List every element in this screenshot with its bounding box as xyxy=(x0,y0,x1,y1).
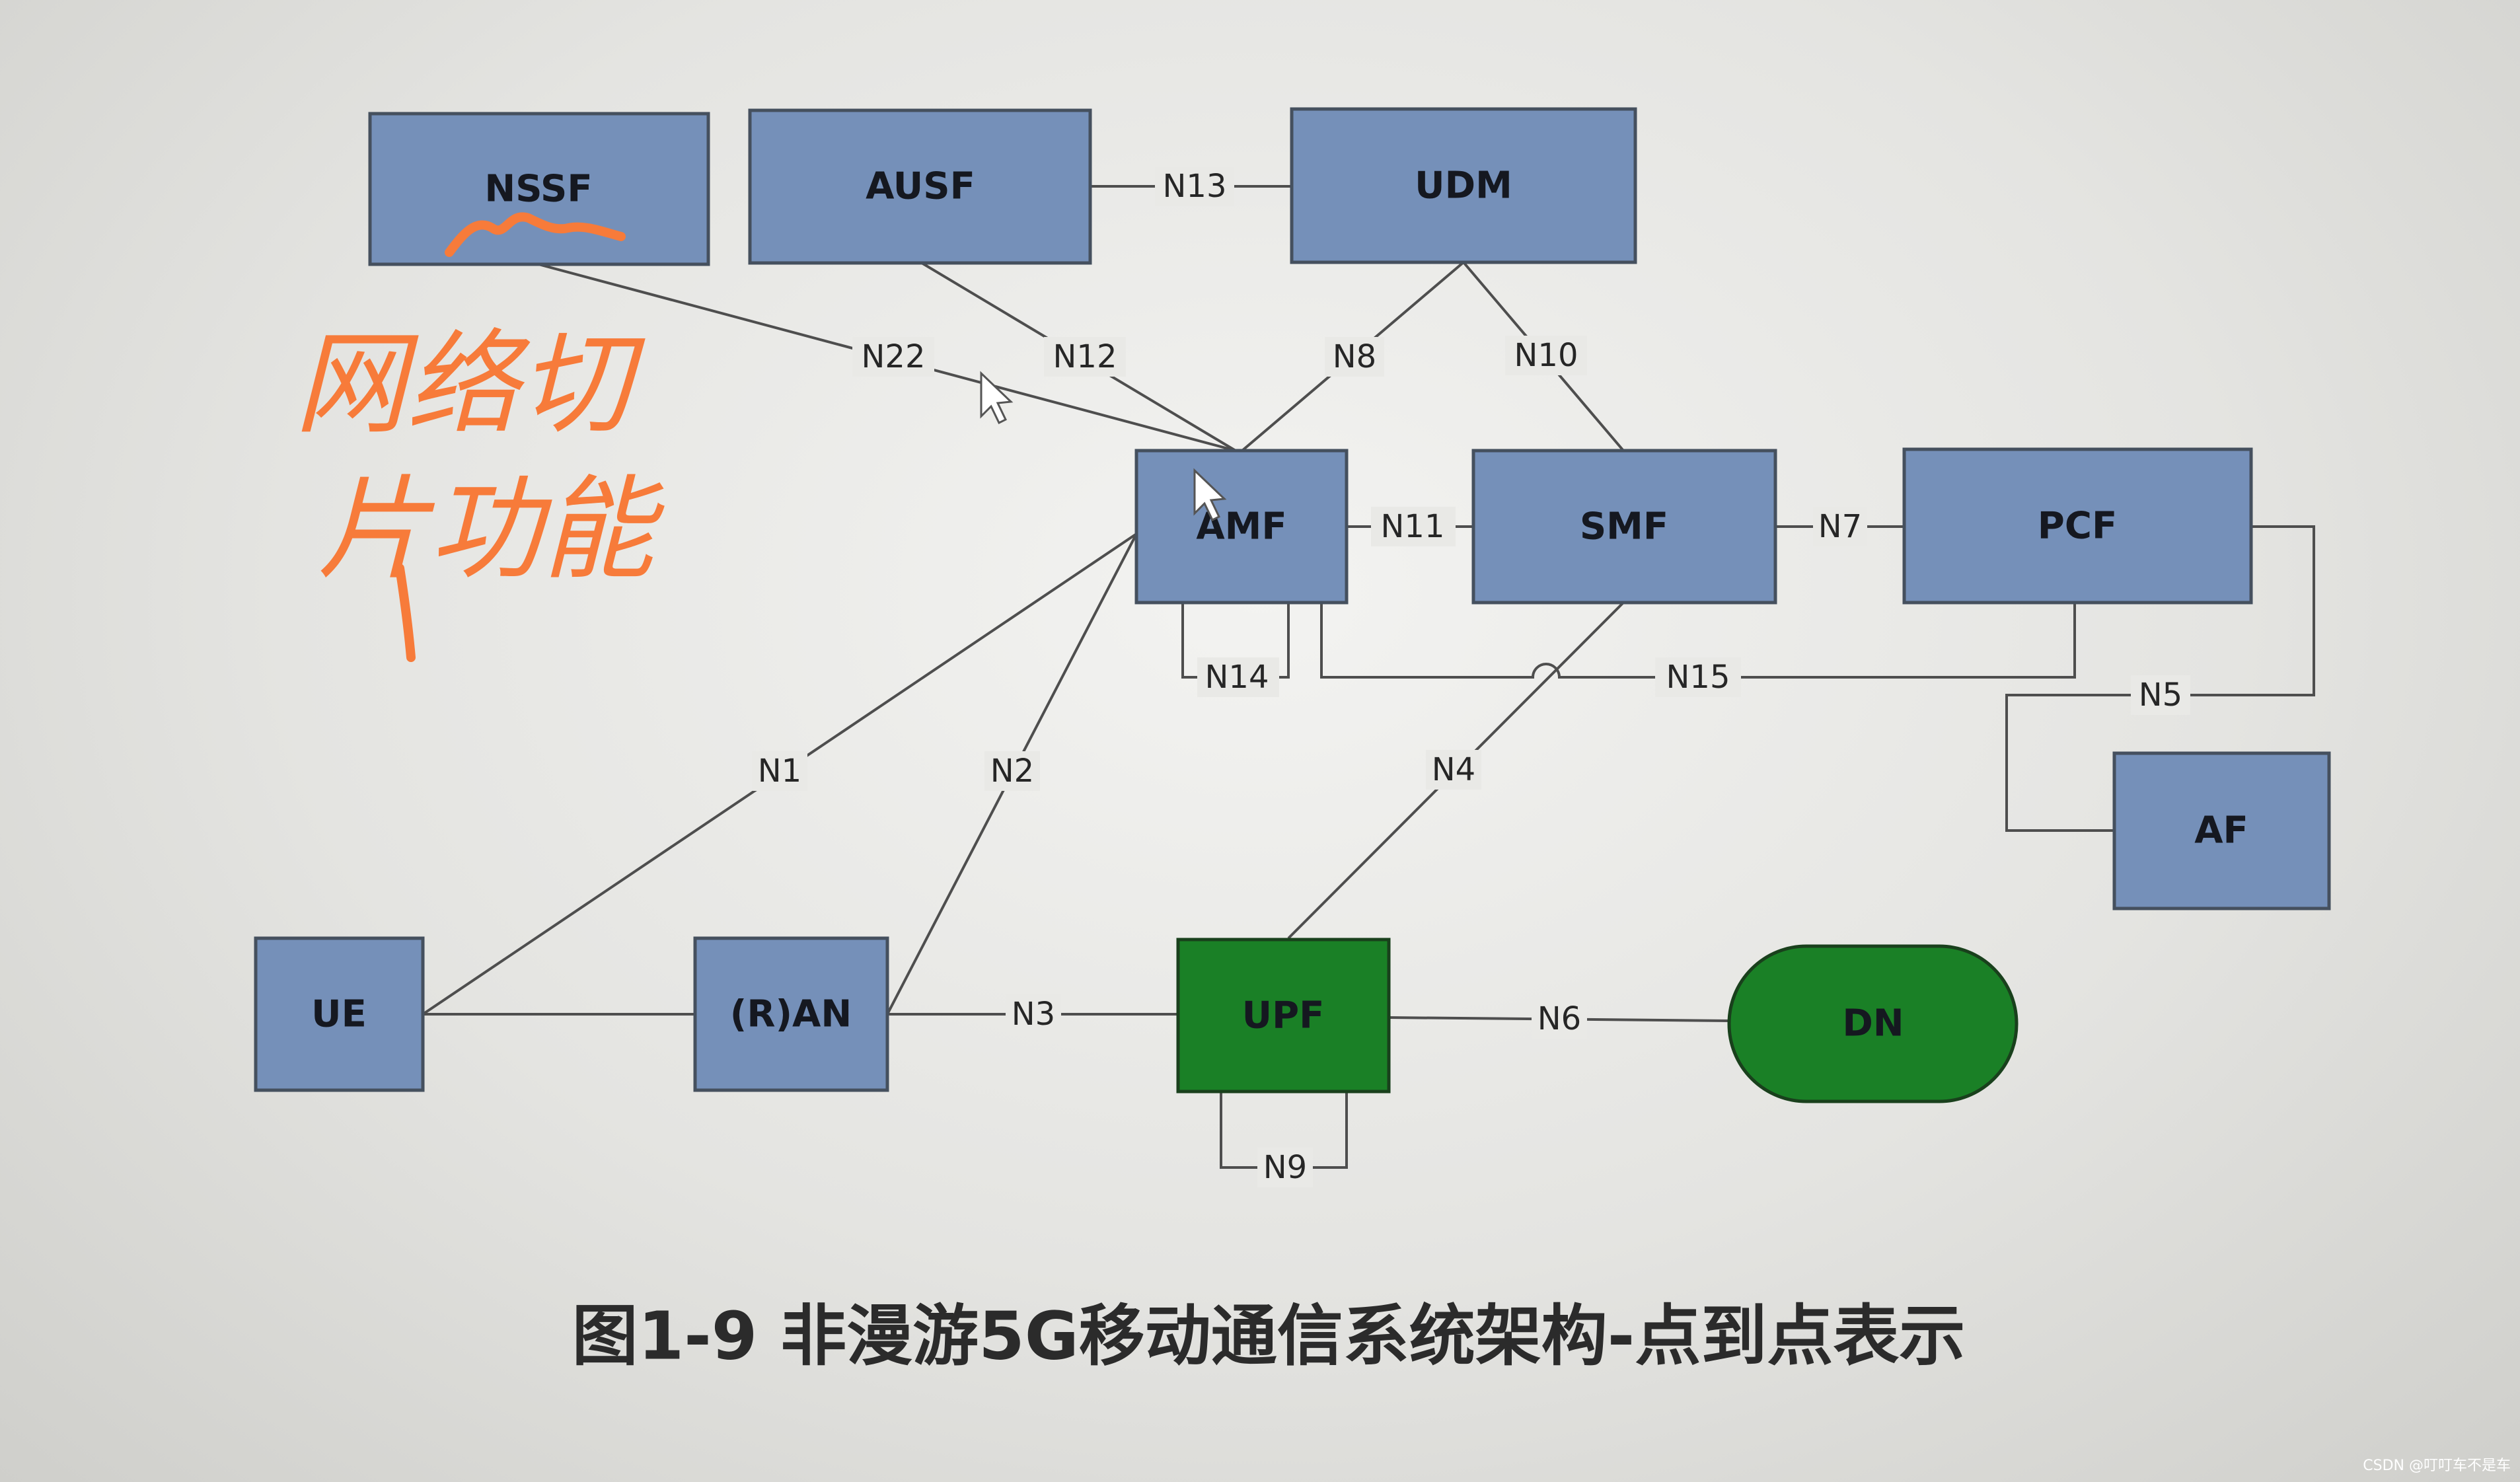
cursor-arrow-icon xyxy=(980,371,1014,425)
edge-label-n6: N6 xyxy=(1538,1000,1581,1037)
node-label-af: AF xyxy=(2194,809,2248,852)
node-label-dn: DN xyxy=(1842,1002,1904,1045)
node-upf: UPF xyxy=(1176,938,1391,1093)
edge-label-n12: N12 xyxy=(1053,338,1117,375)
edge-label-n13: N13 xyxy=(1163,168,1227,205)
node-smf: SMF xyxy=(1471,449,1777,605)
node-nssf: NSSF xyxy=(368,112,710,266)
edge-label-n10: N10 xyxy=(1514,337,1578,374)
edge-label-n3: N3 xyxy=(1012,996,1055,1033)
watermark: CSDN @叮叮车不是车 xyxy=(2363,1458,2511,1474)
node-ue: UE xyxy=(254,936,425,1092)
cursor-arrow-icon xyxy=(1193,468,1227,522)
handwritten-annotation: 网络切 片功能 xyxy=(294,212,665,662)
edge-label-n7: N7 xyxy=(1818,508,1862,545)
node-ausf: AUSF xyxy=(748,108,1092,265)
node-label-upf: UPF xyxy=(1242,994,1325,1037)
edge-label-n14: N14 xyxy=(1205,659,1269,696)
edge-labels: N13 N22 N12 N8 N10 N11 N7 N14 N15 N5 N1 … xyxy=(752,167,2190,1187)
node-label-nssf: NSSF xyxy=(484,168,592,211)
node-label-ue: UE xyxy=(311,993,367,1036)
node-pcf: PCF xyxy=(1902,447,2253,605)
node-label-smf: SMF xyxy=(1580,505,1668,548)
node-label-pcf: PCF xyxy=(2038,505,2117,548)
figure-caption: 图1-9 非漫游5G移动通信系统架构-点到点表示 xyxy=(572,1298,1966,1375)
edge-label-n9: N9 xyxy=(1263,1149,1307,1186)
edge-amf-pcf xyxy=(1320,603,2076,679)
edge-label-n4: N4 xyxy=(1432,751,1475,788)
node-ran: (R)AN xyxy=(693,936,889,1092)
edge-label-n8: N8 xyxy=(1333,338,1376,375)
node-label-ausf: AUSF xyxy=(866,165,975,208)
edge-label-n15: N15 xyxy=(1666,659,1730,696)
edge-label-n5: N5 xyxy=(2139,677,2182,714)
annotation-line-2: 片功能 xyxy=(317,464,665,595)
edge-label-n11: N11 xyxy=(1381,508,1445,545)
node-label-ran: (R)AN xyxy=(730,993,852,1036)
edge-label-n22: N22 xyxy=(862,338,926,375)
node-dn: DN xyxy=(1727,944,2019,1103)
node-udm: UDM xyxy=(1290,107,1637,264)
annotation-line-1: 网络切 xyxy=(294,319,646,450)
annotation-stroke-tail xyxy=(395,564,416,662)
node-amf: AMF xyxy=(1134,449,1349,605)
node-label-udm: UDM xyxy=(1415,165,1512,207)
edge-label-n1: N1 xyxy=(758,753,801,790)
edge-label-n2: N2 xyxy=(990,753,1034,790)
underline-squiggle xyxy=(445,212,626,257)
node-af: AF xyxy=(2112,751,2331,910)
